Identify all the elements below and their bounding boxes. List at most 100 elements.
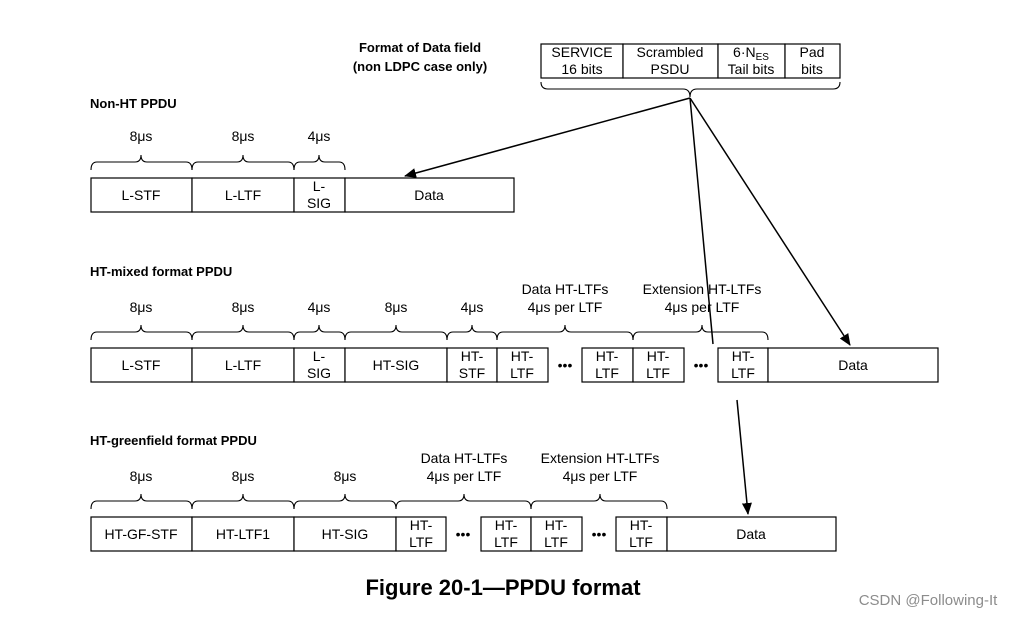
pad-bits-label: bits: [801, 61, 823, 77]
pad-label: Pad: [800, 44, 825, 60]
ht-mixed-ellipsis: •••: [694, 357, 709, 373]
ht-gf-brace-data-ltfs: [395, 493, 532, 510]
figure-caption: Figure 20-1—PPDU format: [365, 575, 641, 600]
service-cell: [540, 43, 624, 79]
watermark: CSDN @Following-It: [859, 592, 998, 609]
ht-gf-duration-htsig: 8μs: [334, 468, 357, 484]
ht-mixed-htltf-label-2: LTF: [731, 365, 755, 381]
ht-gf-ext-ltfs-label: Extension HT-LTFs: [541, 450, 660, 466]
ht-mixed-lsig-label-1: L-: [313, 348, 326, 364]
ht-gf-ltf1-label: HT-LTF1: [216, 526, 270, 542]
ht-mixed-duration-lsig: 4μs: [308, 299, 331, 315]
ht-gf-htltf-label-2: LTF: [544, 534, 568, 550]
ht-gf-ellipsis: •••: [456, 526, 471, 542]
ht-gf-htltf-label-2: LTF: [494, 534, 518, 550]
ht-mixed-htsig-field: [344, 347, 448, 383]
non-ht-brace-lstf: [90, 154, 193, 171]
ht-mixed-lsig-label-2: SIG: [307, 365, 331, 381]
ht-mixed-htltf-field: [717, 347, 769, 383]
tail-nes-label: 6·NES: [733, 44, 769, 63]
non-ht-duration-lsig: 4μs: [308, 128, 331, 144]
ht-gf-data-field: [666, 516, 837, 552]
ht-gf-brace-ext-ltfs: [530, 493, 668, 510]
ht-gf-brace-ltf1: [191, 493, 295, 510]
ht-mixed-htltf-label-1: HT-: [732, 348, 755, 364]
expansion-arrows: [404, 97, 851, 515]
ht-mixed-htltf-field: [496, 347, 549, 383]
ht-greenfield-title: HT-greenfield format PPDU: [90, 433, 257, 448]
ht-gf-htltf-label-1: HT-: [495, 517, 518, 533]
ht-mixed-brace-ext-ltfs: [632, 324, 769, 341]
ht-mixed-lltf-field: [191, 347, 295, 383]
ht-mixed-brace-lstf: [90, 324, 193, 341]
ht-gf-ellipsis: •••: [592, 526, 607, 542]
arrow-to-non-ht-data: [404, 97, 691, 178]
scrambled-label: Scrambled: [637, 44, 704, 60]
non-ht-brace-lltf: [191, 154, 295, 171]
ht-mixed-duration-lstf: 8μs: [130, 299, 153, 315]
ht-gf-htltf-label-2: LTF: [409, 534, 433, 550]
data-field-format: Format of Data field (non LDPC case only…: [353, 40, 841, 98]
arrow-to-ht-mixed-data: [689, 97, 851, 346]
non-ht-lltf-label: L-LTF: [225, 187, 261, 203]
non-ht-lstf-label: L-STF: [122, 187, 161, 203]
ht-mixed-data-ltfs-duration: 4μs per LTF: [528, 299, 603, 315]
ht-gf-htsig-field: [293, 516, 397, 552]
ht-mixed-htstf-label-2: STF: [459, 365, 485, 381]
ht-mixed-htltf-label-1: HT-: [511, 348, 534, 364]
ht-gf-htltf-field: [480, 516, 532, 552]
ht-mixed-htltf-label-2: LTF: [646, 365, 670, 381]
ht-mixed-data-field: [767, 347, 939, 383]
non-ht-ppdu: Non-HT PPDU 8μs 8μs 4μs L-STF L-LTF L- S…: [90, 96, 515, 213]
ht-mixed-duration-htstf: 4μs: [461, 299, 484, 315]
ht-mixed-htltf-label-1: HT-: [596, 348, 619, 364]
arrow-to-greenfield-data: [736, 399, 752, 515]
non-ht-lsig-field: [293, 177, 346, 213]
ht-gf-htltf-label-1: HT-: [545, 517, 568, 533]
ht-gf-stf-label: HT-GF-STF: [104, 526, 177, 542]
ht-gf-htsig-label: HT-SIG: [322, 526, 369, 542]
data-field-subtitle: (non LDPC case only): [353, 59, 487, 74]
ht-mixed-data-label: Data: [838, 357, 868, 373]
ht-gf-duration-stf: 8μs: [130, 468, 153, 484]
service-label: SERVICE: [551, 44, 612, 60]
ht-gf-data-label: Data: [736, 526, 766, 542]
ht-gf-htltf-field: [395, 516, 447, 552]
ht-mixed-htstf-field: [446, 347, 498, 383]
ht-mixed-ext-ltfs-duration: 4μs per LTF: [665, 299, 740, 315]
ht-mixed-ellipsis: •••: [558, 357, 573, 373]
ht-mixed-brace-data-ltfs: [496, 324, 634, 341]
line-to-ht-mixed-ltf: [689, 97, 714, 345]
ht-mixed-brace-htstf: [446, 324, 498, 341]
data-field-title: Format of Data field: [359, 40, 481, 55]
ht-gf-duration-ltf1: 8μs: [232, 468, 255, 484]
service-bits-label: 16 bits: [561, 61, 602, 77]
ht-gf-ext-ltfs-duration: 4μs per LTF: [563, 468, 638, 484]
ht-mixed-brace-lsig: [293, 324, 346, 341]
ht-mixed-htltf-label-2: LTF: [510, 365, 534, 381]
ht-mixed-brace-htsig: [344, 324, 448, 341]
ht-mixed-ext-ltfs-label: Extension HT-LTFs: [643, 281, 762, 297]
non-ht-lltf-field: [191, 177, 295, 213]
ht-gf-brace-stf: [90, 493, 193, 510]
non-ht-lstf-field: [90, 177, 193, 213]
ht-mixed-htsig-label: HT-SIG: [373, 357, 420, 373]
data-field-brace: [540, 81, 841, 98]
non-ht-brace-lsig: [293, 154, 346, 171]
ht-gf-htltf-label-1: HT-: [410, 517, 433, 533]
non-ht-duration-lltf: 8μs: [232, 128, 255, 144]
ht-mixed-duration-htsig: 8μs: [385, 299, 408, 315]
psdu-label: PSDU: [651, 61, 690, 77]
non-ht-title: Non-HT PPDU: [90, 96, 177, 111]
ht-mixed-htltf-label-1: HT-: [647, 348, 670, 364]
non-ht-data-field: [344, 177, 515, 213]
ht-mixed-lltf-label: L-LTF: [225, 357, 261, 373]
ht-gf-htltf-label-1: HT-: [630, 517, 653, 533]
ht-gf-htltf-label-2: LTF: [629, 534, 653, 550]
ht-mixed-brace-lltf: [191, 324, 295, 341]
ht-gf-data-ltfs-label: Data HT-LTFs: [421, 450, 508, 466]
tail-bits-cell: [717, 43, 786, 79]
ht-mixed-lstf-label: L-STF: [122, 357, 161, 373]
ht-gf-data-ltfs-duration: 4μs per LTF: [427, 468, 502, 484]
